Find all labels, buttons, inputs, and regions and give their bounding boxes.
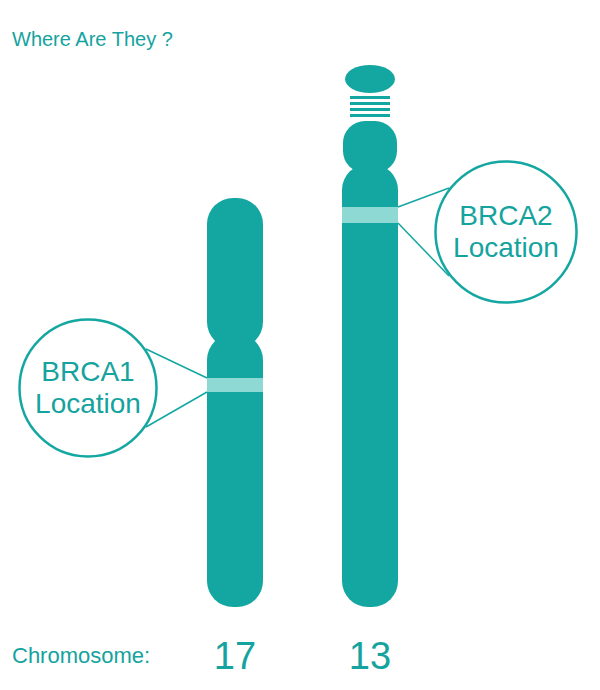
location-circle: BRCA1 Location	[18, 318, 158, 458]
stalk-stripe	[350, 102, 390, 105]
circle-outline	[436, 162, 577, 303]
chromosome-arm	[207, 334, 263, 607]
gene-label: BRCA2 Location	[446, 200, 566, 264]
chromosome-number: 17	[214, 635, 256, 678]
chromosome-arm	[342, 164, 398, 607]
axis-label: Chromosome:	[12, 643, 150, 669]
stalk-stripe	[350, 114, 390, 117]
stalk-stripe	[350, 108, 390, 111]
location-circle: BRCA2 Location	[434, 160, 578, 304]
title: Where Are They ?	[12, 28, 173, 51]
chromosome-satellite	[345, 65, 395, 93]
gene-band	[342, 207, 398, 223]
gene-label: BRCA1 Location	[30, 356, 146, 420]
chromosome-number: 13	[349, 635, 391, 678]
chromosome-arm	[207, 198, 263, 348]
stalk-stripe	[350, 96, 390, 99]
circle-outline	[20, 320, 157, 457]
gene-band	[207, 378, 263, 392]
